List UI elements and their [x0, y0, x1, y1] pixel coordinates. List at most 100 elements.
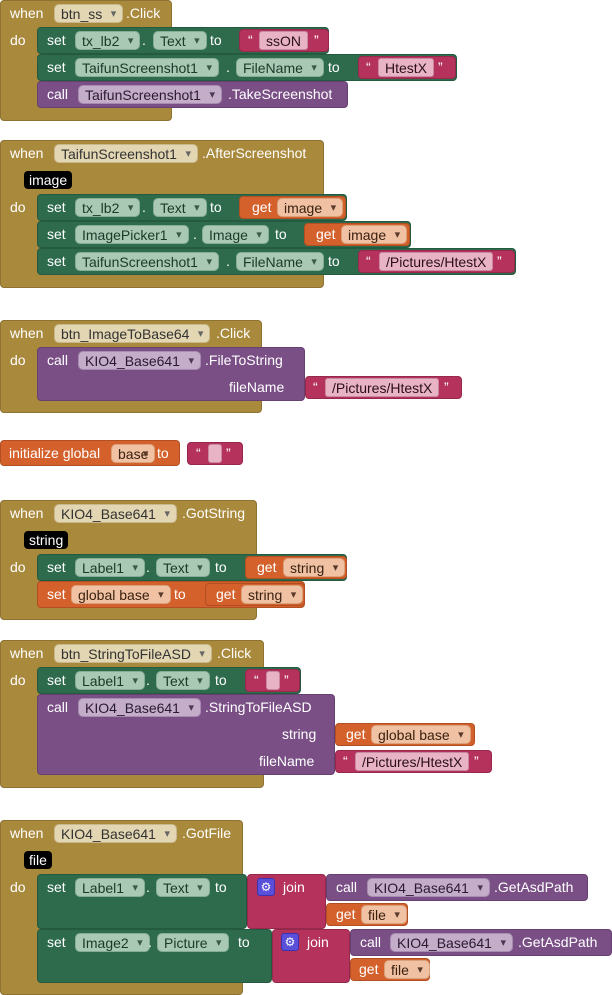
component-dropdown[interactable]: KIO4_Base641	[390, 933, 513, 952]
variable-dropdown[interactable]: global base	[71, 585, 171, 604]
variable-name-field[interactable]: base	[111, 444, 156, 463]
when-keyword: when	[10, 5, 44, 21]
do-keyword: do	[10, 32, 26, 48]
do-keyword: do	[10, 352, 26, 368]
component-dropdown[interactable]: btn_ImageToBase64	[54, 324, 211, 343]
do-keyword: do	[10, 879, 26, 895]
set-keyword: set	[47, 559, 66, 575]
method-name: .GetAsdPath	[518, 934, 598, 950]
event-name: .GotString	[182, 505, 246, 521]
property-dropdown[interactable]: FileName	[236, 58, 324, 77]
text-value[interactable]: /Pictures/HtestX	[379, 252, 494, 271]
set-keyword: set	[47, 226, 66, 242]
component-dropdown[interactable]: KIO4_Base641	[54, 504, 177, 523]
do-keyword: do	[10, 559, 26, 575]
component-dropdown[interactable]: tx_lb2	[75, 31, 141, 50]
empty-text-value[interactable]	[208, 444, 222, 463]
close-quote: ”	[474, 753, 479, 769]
set-block[interactable]	[37, 929, 272, 983]
close-quote: ”	[226, 445, 231, 461]
set-keyword: set	[47, 879, 66, 895]
property-dropdown[interactable]: Picture	[157, 933, 229, 952]
argument-label: string	[282, 726, 317, 742]
open-quote: “	[248, 32, 253, 48]
do-keyword: do	[10, 672, 26, 688]
component-dropdown[interactable]: KIO4_Base641	[54, 824, 177, 843]
to-keyword: to	[174, 586, 186, 602]
get-keyword: get	[216, 586, 236, 602]
text-value[interactable]: /Pictures/HtestX	[325, 378, 440, 397]
event-name: .Click	[126, 5, 161, 21]
when-keyword: when	[10, 505, 44, 521]
event-parameter[interactable]: image	[24, 171, 73, 189]
empty-text-value[interactable]	[266, 671, 280, 690]
property-dropdown[interactable]: Image	[202, 225, 269, 244]
text-value[interactable]: /Pictures/HtestX	[355, 752, 470, 771]
method-name: .GetAsdPath	[494, 879, 574, 895]
set-keyword: set	[47, 59, 66, 75]
method-name: .FileToString	[205, 352, 283, 368]
component-dropdown[interactable]: Label1	[75, 671, 146, 690]
component-dropdown[interactable]: Label1	[75, 878, 146, 897]
close-quote: ”	[284, 672, 289, 688]
component-dropdown[interactable]: tx_lb2	[75, 198, 141, 217]
component-dropdown[interactable]: TaifunScreenshot1	[75, 252, 219, 271]
component-dropdown[interactable]: TaifunScreenshot1	[78, 85, 222, 104]
when-keyword: when	[10, 325, 44, 341]
dot: .	[142, 32, 146, 48]
open-quote: “	[366, 59, 371, 75]
component-dropdown[interactable]: Image2	[75, 933, 150, 952]
property-dropdown[interactable]: Text	[156, 558, 210, 577]
set-keyword: set	[47, 253, 66, 269]
component-dropdown[interactable]: btn_StringToFileASD	[54, 644, 212, 663]
initialize-global-label: initialize global	[9, 445, 101, 461]
event-name: .Click	[216, 325, 251, 341]
variable-dropdown[interactable]: file	[384, 960, 430, 979]
component-dropdown[interactable]: TaifunScreenshot1	[54, 144, 198, 163]
when-keyword: when	[10, 645, 44, 661]
dot: .	[226, 59, 230, 75]
event-name: .GotFile	[182, 825, 232, 841]
variable-dropdown[interactable]: string	[283, 558, 346, 577]
get-keyword: get	[316, 226, 336, 242]
join-keyword: join	[283, 879, 305, 895]
dot: .	[142, 199, 146, 215]
close-quote: ”	[314, 32, 319, 48]
method-name: .TakeScreenshot	[228, 86, 333, 102]
event-parameter[interactable]: string	[24, 531, 69, 549]
variable-dropdown[interactable]: file	[361, 905, 407, 924]
to-keyword: to	[157, 445, 169, 461]
when-keyword: when	[10, 145, 44, 161]
property-dropdown[interactable]: Text	[156, 671, 210, 690]
variable-dropdown[interactable]: string	[241, 585, 304, 604]
variable-dropdown[interactable]: global base	[371, 725, 471, 744]
set-keyword: set	[47, 934, 66, 950]
get-keyword: get	[257, 559, 277, 575]
call-keyword: call	[47, 699, 69, 715]
variable-dropdown[interactable]: image	[277, 198, 344, 217]
component-dropdown[interactable]: KIO4_Base641	[78, 351, 201, 370]
variable-dropdown[interactable]: image	[341, 225, 408, 244]
get-keyword: get	[346, 726, 366, 742]
text-value[interactable]: ssON	[259, 31, 308, 50]
property-dropdown[interactable]: Text	[153, 198, 207, 217]
to-keyword: to	[210, 32, 222, 48]
component-dropdown[interactable]: KIO4_Base641	[78, 698, 201, 717]
event-parameter[interactable]: file	[24, 851, 52, 869]
to-keyword: to	[238, 934, 250, 950]
text-value[interactable]: HtestX	[378, 58, 435, 77]
component-dropdown[interactable]: Label1	[75, 558, 146, 577]
component-dropdown[interactable]: ImagePicker1	[75, 225, 189, 244]
gear-icon[interactable]: ⚙	[257, 878, 275, 896]
component-dropdown[interactable]: KIO4_Base641	[367, 878, 490, 897]
component-dropdown[interactable]: TaifunScreenshot1	[75, 58, 219, 77]
property-dropdown[interactable]: Text	[156, 878, 210, 897]
property-dropdown[interactable]: Text	[153, 31, 207, 50]
join-keyword: join	[307, 934, 329, 950]
gear-icon[interactable]: ⚙	[281, 933, 299, 951]
property-dropdown[interactable]: FileName	[236, 252, 324, 271]
close-quote: ”	[438, 59, 443, 75]
to-keyword: to	[215, 879, 227, 895]
component-dropdown[interactable]: btn_ss	[54, 4, 124, 23]
event-name: .Click	[217, 645, 252, 661]
